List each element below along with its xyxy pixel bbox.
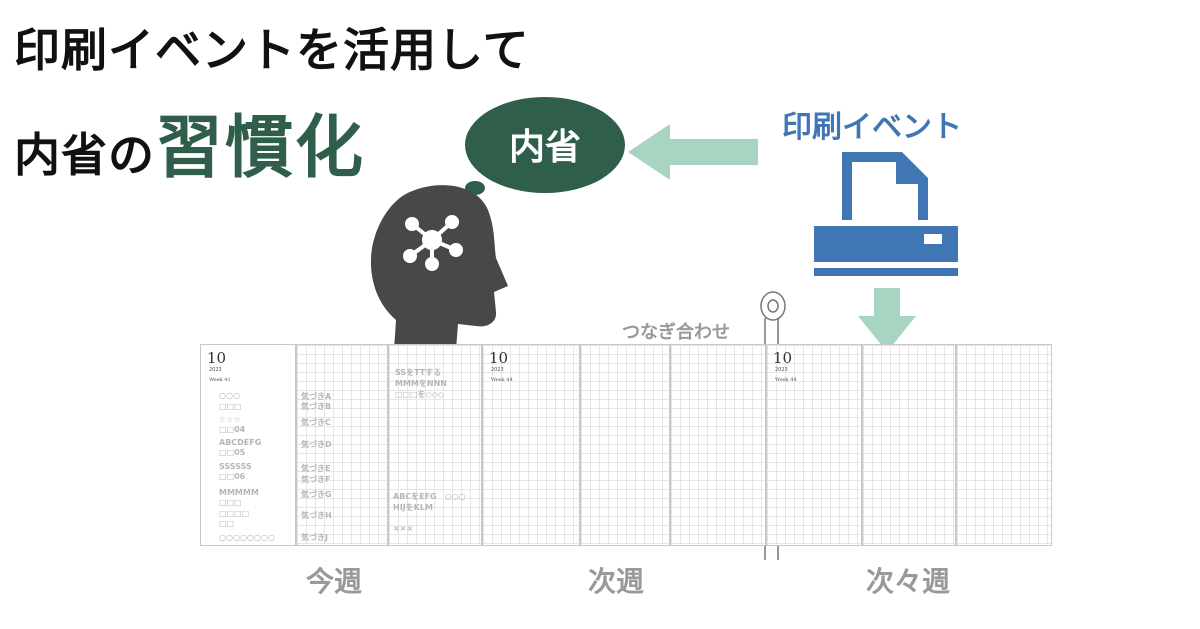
note-item: 気づきA [301, 392, 332, 401]
week-number: Week 44 [775, 377, 797, 383]
planner-panel-week1-mid: 気づきA 気づきB 気づきC 気づきD 気づきE 気づきF 気づきG 気づきH … [296, 344, 388, 546]
note-item: ☆☆☆ [219, 415, 241, 424]
note-item: SSをTTする [395, 368, 442, 377]
arrow-down-icon [858, 288, 916, 352]
planner-panel-week1-calendar: 10 2023 Week 41 ○○○ □□□ ☆☆☆ □□04 ABCDEFG… [200, 344, 296, 546]
arrow-left-icon [628, 124, 758, 180]
note-item: ○○○○○○○○ [219, 533, 275, 542]
note-item: 気づきH [301, 511, 332, 520]
planner-panel-week3-calendar: 10 2023 Week 44 [766, 344, 862, 546]
title-line2-prefix: 内省の [14, 128, 155, 182]
planner-panel-week2-mid [580, 344, 670, 546]
week-number: Week 44 [491, 377, 513, 383]
note-item: □□□ [219, 402, 242, 411]
month-number: 10 [773, 349, 793, 367]
note-item: □□06 [219, 472, 246, 481]
note-item: 気づきC [301, 418, 331, 427]
note-item: □□□□ [219, 509, 250, 518]
note-item: 気づきB [301, 402, 332, 411]
note-item: MMMMM [219, 488, 259, 497]
planner-panel-week2-calendar: 10 2023 Week 44 [482, 344, 580, 546]
planner-panel-week3-mid [862, 344, 956, 546]
note-item: MMMをNNN [395, 379, 447, 388]
note-item: ××× [393, 524, 414, 533]
planner-panel-week3-right [956, 344, 1052, 546]
title-line1: 印刷イベントを活用して [14, 23, 530, 77]
printer-icon [814, 152, 958, 276]
note-item: SSSSSS [219, 462, 252, 471]
year-text: 2023 [209, 367, 222, 373]
year-text: 2023 [491, 367, 504, 373]
note-item: □□04 [219, 425, 246, 434]
note-item: □□□ [219, 498, 242, 507]
note-item: □□ [219, 519, 235, 528]
note-item: ABCをEFG ○○○ [393, 492, 466, 501]
note-item: 気づきJ [301, 533, 328, 542]
note-item: ○○○ [219, 391, 240, 400]
note-item: 気づきF [301, 475, 331, 484]
planner-panel-week1-right: SSをTTする MMMをNNN □□□を◇◇◇ ABCをEFG ○○○ HIJを… [388, 344, 482, 546]
bubble-text: 内省 [508, 127, 581, 168]
week-label-this: 今週 [306, 565, 363, 598]
note-item: ABCDEFG [219, 438, 262, 447]
head-network-icon [370, 185, 508, 350]
week-label-next: 次週 [588, 565, 645, 598]
printer-light [924, 234, 942, 244]
note-item: 気づきD [301, 440, 332, 449]
note-item: □□□を◇◇◇ [395, 390, 445, 399]
month-number: 10 [489, 349, 509, 367]
year-text: 2023 [775, 367, 788, 373]
week-number: Week 41 [209, 377, 231, 383]
note-item: 気づきG [301, 490, 332, 499]
month-number: 10 [207, 349, 227, 367]
title-line2: 内省の習慣化 [14, 92, 365, 191]
week-label-after-next: 次々週 [866, 565, 951, 598]
tape-label: つなぎ合わせ [622, 322, 730, 343]
note-item: □□05 [219, 448, 246, 457]
print-event-label: 印刷イベント [782, 110, 962, 145]
title-highlight: 習慣化 [155, 109, 366, 188]
planner-panel-week2-right [670, 344, 766, 546]
note-item: HIJをKLM [393, 503, 433, 512]
note-item: 気づきE [301, 464, 331, 473]
